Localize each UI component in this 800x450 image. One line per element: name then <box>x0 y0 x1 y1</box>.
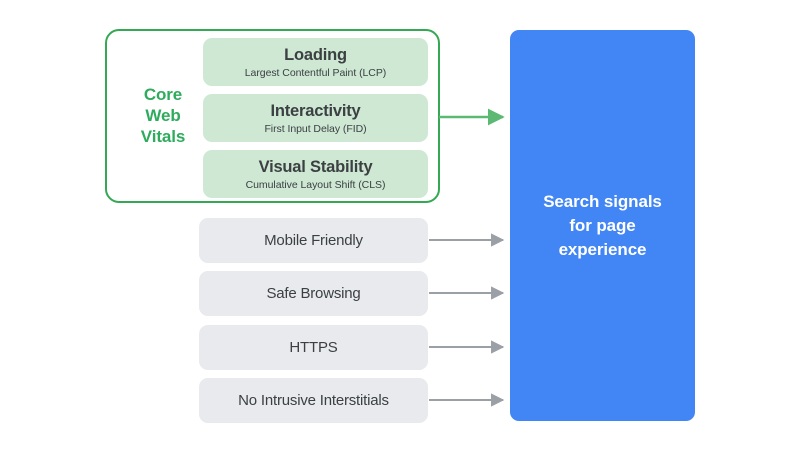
vital-title: Visual Stability <box>258 157 373 176</box>
core-web-vitals-label-line-1: Core <box>143 85 183 104</box>
vital-title: Loading <box>284 45 347 64</box>
vital-subtitle: Largest Contentful Paint (LCP) <box>244 66 387 79</box>
signal-card-safe-browsing[interactable]: Safe Browsing <box>199 271 428 316</box>
search-signals-line-1: Search signals <box>543 191 662 211</box>
vital-card-visual-stability[interactable]: Visual Stability Cumulative Layout Shift… <box>203 150 428 198</box>
vital-card-interactivity[interactable]: Interactivity First Input Delay (FID) <box>203 94 428 142</box>
search-signals-destination[interactable]: Search signals for page experience <box>510 30 695 421</box>
signal-card-mobile-friendly[interactable]: Mobile Friendly <box>199 218 428 263</box>
vital-title: Interactivity <box>270 101 361 120</box>
vital-subtitle: Cumulative Layout Shift (CLS) <box>245 178 386 191</box>
signal-card-no-intrusive-interstitials[interactable]: No Intrusive Interstitials <box>199 378 428 423</box>
core-web-vitals-label-line-3: Vitals <box>140 127 186 146</box>
core-web-vitals-label: Core Web Vitals <box>128 84 198 147</box>
search-signals-label: Search signals for page experience <box>543 190 662 262</box>
vital-card-loading[interactable]: Loading Largest Contentful Paint (LCP) <box>203 38 428 86</box>
core-web-vitals-label-line-2: Web <box>145 106 181 125</box>
search-signals-line-2: for page <box>569 215 636 235</box>
search-signals-line-3: experience <box>558 239 647 259</box>
signal-card-https[interactable]: HTTPS <box>199 325 428 370</box>
vital-subtitle: First Input Delay (FID) <box>264 122 367 135</box>
